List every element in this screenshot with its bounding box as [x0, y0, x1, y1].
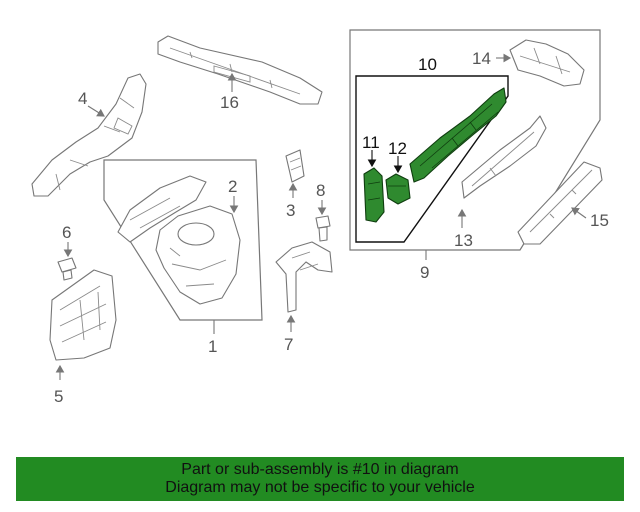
- callout-6: 6: [62, 223, 71, 242]
- callout-9: 9: [420, 263, 429, 282]
- part-11-bracket-highlighted[interactable]: [363, 167, 385, 223]
- part-5-panel[interactable]: [49, 269, 117, 361]
- callout-8: 8: [316, 181, 325, 200]
- part-16-crossmember[interactable]: [157, 35, 323, 105]
- group-box-part-9: [349, 29, 601, 251]
- group-box-part-10: [355, 75, 509, 243]
- leader-15: [571, 207, 587, 219]
- callout-2: 2: [228, 177, 237, 196]
- info-banner: Part or sub-assembly is #10 in diagram D…: [16, 457, 624, 501]
- banner-line-2: Diagram may not be specific to your vehi…: [165, 479, 475, 496]
- callout-4: 4: [78, 89, 87, 108]
- callout-16: 16: [220, 93, 239, 112]
- part-15-reinforcement[interactable]: [517, 161, 603, 245]
- part-8-bolt[interactable]: [315, 215, 331, 242]
- callout-14: 14: [472, 49, 491, 68]
- group-box-part-1: [103, 159, 263, 321]
- callout-10: 10: [418, 55, 437, 74]
- part-4-side-rail[interactable]: [31, 73, 147, 197]
- part-14-bracket[interactable]: [509, 39, 585, 87]
- callout-7: 7: [284, 335, 293, 354]
- callout-5: 5: [54, 387, 63, 406]
- part-10-rail-highlighted[interactable]: [409, 87, 507, 183]
- part-6-clip[interactable]: [57, 257, 77, 281]
- callout-12: 12: [388, 139, 407, 158]
- callout-11: 11: [362, 133, 380, 152]
- callout-1: 1: [208, 337, 217, 356]
- callout-13: 13: [454, 231, 473, 250]
- part-12-block-highlighted[interactable]: [385, 173, 411, 205]
- callout-3: 3: [286, 201, 295, 220]
- part-13-side-member[interactable]: [461, 115, 547, 199]
- banner-line-1: Part or sub-assembly is #10 in diagram: [181, 461, 459, 478]
- callout-15: 15: [590, 211, 609, 230]
- part-2-strut-housing[interactable]: [117, 175, 241, 305]
- leader-4: [87, 105, 105, 117]
- part-7-bracket[interactable]: [275, 241, 333, 313]
- part-3-bracket[interactable]: [285, 149, 305, 183]
